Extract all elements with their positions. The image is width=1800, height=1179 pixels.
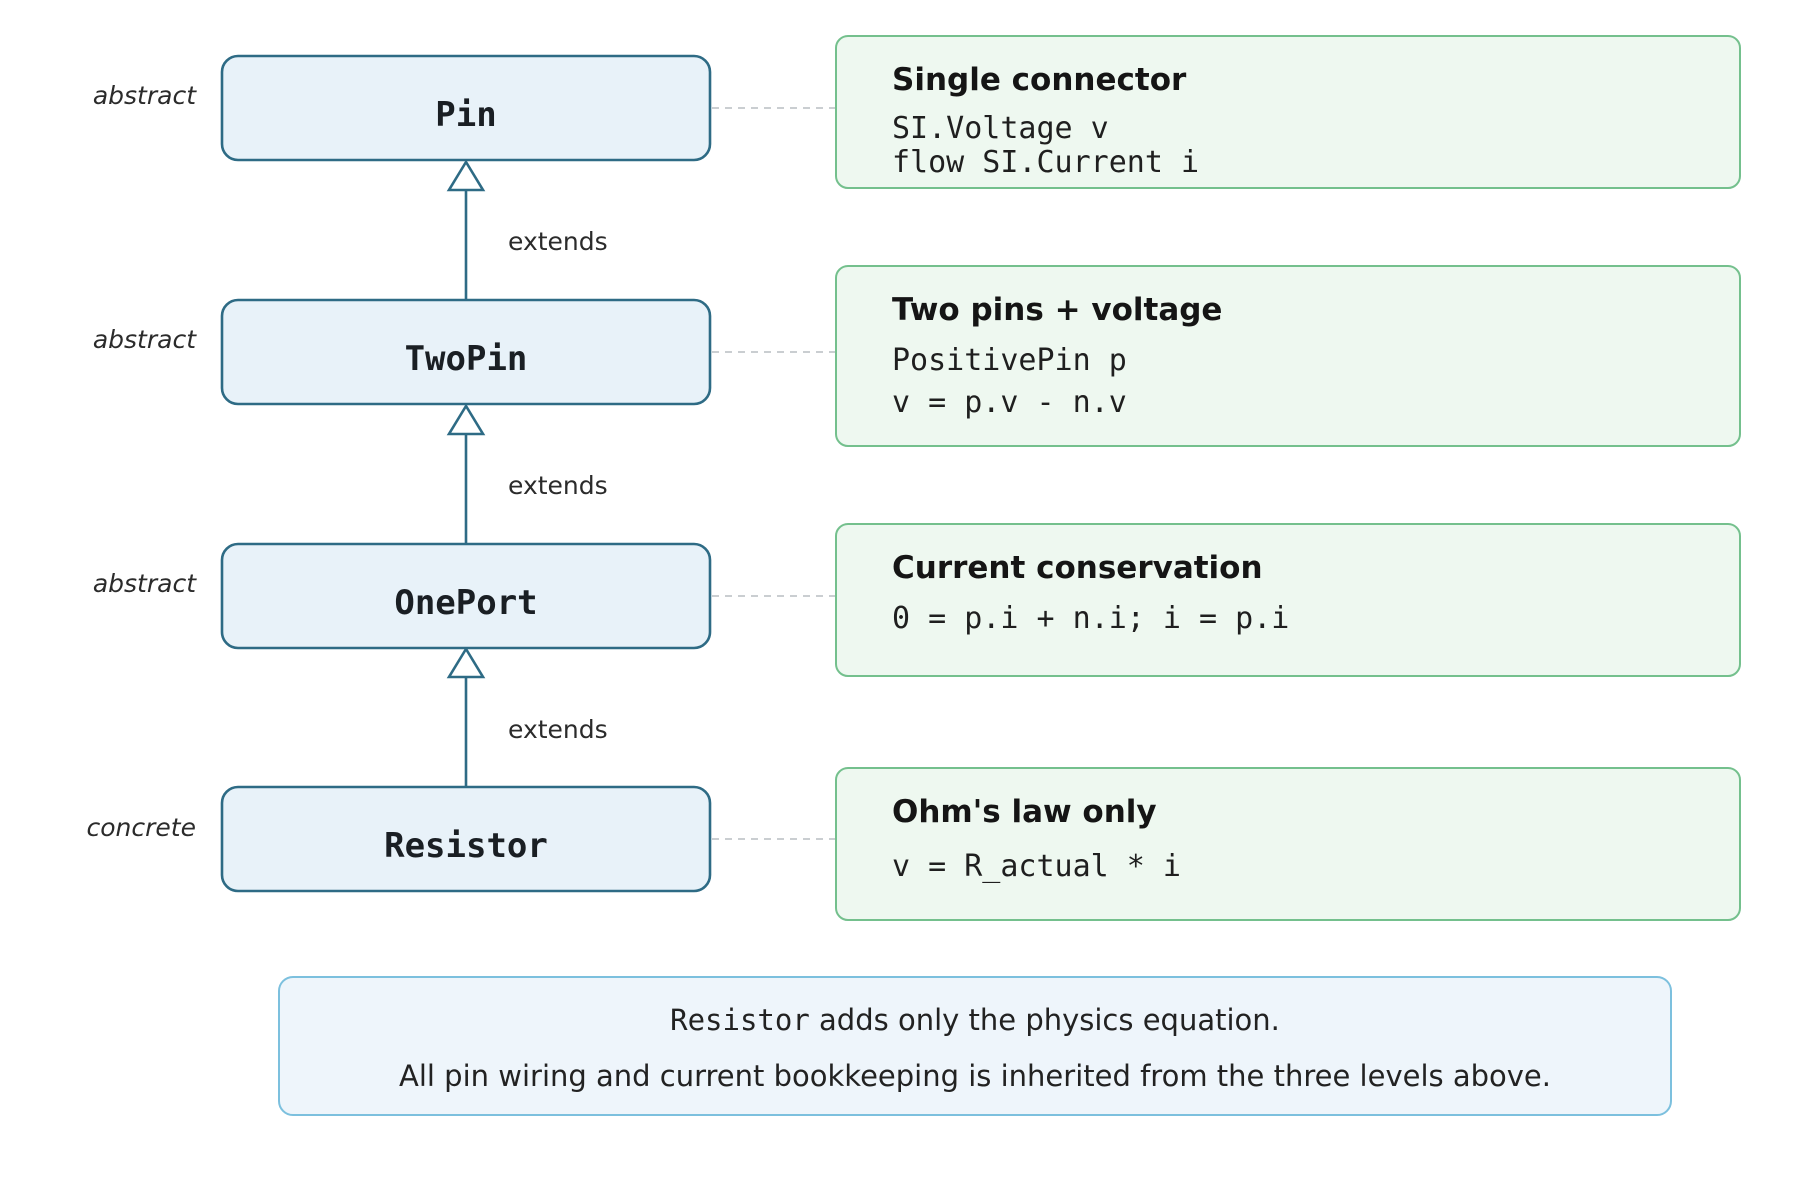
class-box-resistor[interactable]: Resistor	[220, 785, 712, 893]
note-code-line: v = R_actual * i	[892, 849, 1181, 884]
class-name: TwoPin	[405, 339, 528, 379]
note-frame	[835, 35, 1741, 189]
inheritance-arrow-icon	[446, 403, 486, 436]
inheritance-arrow-icon	[446, 159, 486, 192]
edge-label: extends	[508, 227, 608, 256]
note-twopin: Two pins + voltage PositivePin p v = p.v…	[835, 265, 1741, 447]
class-box-frame	[220, 54, 712, 162]
edge-resistor-oneport: extends	[446, 646, 608, 787]
class-box-frame	[220, 785, 712, 893]
note-resistor: Ohm's law only v = R_actual * i	[835, 767, 1741, 921]
class-box-oneport[interactable]: OnePort	[220, 542, 712, 650]
kind-label-oneport: abstract	[93, 569, 197, 598]
summary-line-1-rest: adds only the physics equation.	[810, 1003, 1280, 1037]
note-code-line: SI.Voltage v	[892, 111, 1109, 146]
summary-box: Resistor adds only the physics equation.…	[278, 976, 1672, 1116]
edge-oneport-twopin: extends	[446, 403, 608, 544]
note-code-line: flow SI.Current i	[892, 145, 1199, 180]
class-box-frame	[220, 542, 712, 650]
note-frame	[835, 767, 1741, 921]
edge-twopin-pin: extends	[446, 159, 608, 300]
class-box-twopin[interactable]: TwoPin	[220, 298, 712, 406]
class-name: Resistor	[384, 826, 548, 866]
edge-label: extends	[508, 715, 608, 744]
summary-code-resistor: Resistor	[670, 1003, 810, 1037]
edge-label: extends	[508, 471, 608, 500]
kind-label-pin: abstract	[93, 81, 197, 110]
class-name: Pin	[435, 95, 496, 135]
class-box-frame	[220, 298, 712, 406]
summary-line-1: Resistor adds only the physics equation.	[670, 1003, 1280, 1037]
note-code-line: PositivePin p	[892, 343, 1127, 378]
class-box-pin[interactable]: Pin	[220, 54, 712, 162]
kind-label-resistor: concrete	[87, 813, 196, 842]
connectors	[712, 107, 836, 840]
kind-label-twopin: abstract	[93, 325, 197, 354]
note-code-line: 0 = p.i + n.i; i = p.i	[892, 601, 1289, 636]
note-frame	[835, 265, 1741, 447]
note-title: Ohm's law only	[892, 794, 1157, 830]
note-title: Two pins + voltage	[892, 292, 1222, 328]
note-title: Current conservation	[892, 550, 1263, 586]
note-pin: Single connector SI.Voltage v flow SI.Cu…	[835, 35, 1741, 189]
inheritance-arrow-icon	[446, 646, 486, 679]
summary-line-2: All pin wiring and current bookkeeping i…	[399, 1059, 1551, 1093]
note-code-line: v = p.v - n.v	[892, 385, 1127, 420]
note-oneport: Current conservation 0 = p.i + n.i; i = …	[835, 523, 1741, 677]
note-title: Single connector	[892, 62, 1187, 98]
class-name: OnePort	[394, 583, 537, 623]
note-frame	[835, 523, 1741, 677]
summary-frame	[278, 976, 1672, 1116]
